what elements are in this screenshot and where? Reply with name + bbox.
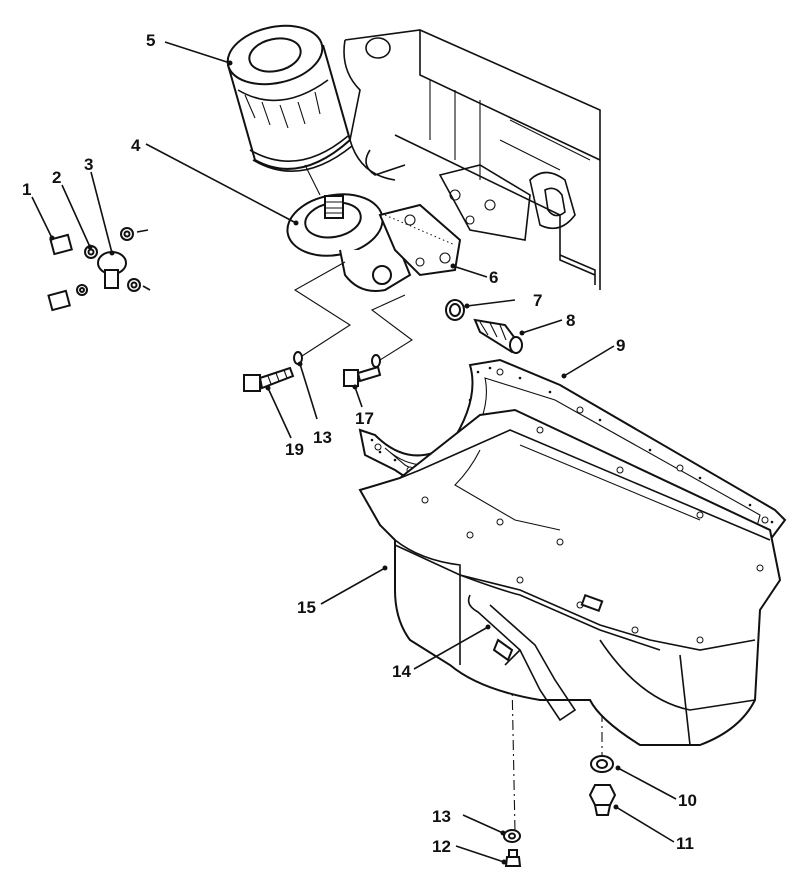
callout-7: 7 — [533, 291, 542, 310]
callout-11: 11 — [676, 834, 694, 853]
leader-dots — [49, 60, 621, 865]
fitting-and-oring — [445, 299, 523, 354]
callout-15: 15 — [297, 598, 316, 617]
callout-19: 19 — [285, 440, 304, 459]
oil-filter — [226, 24, 353, 172]
callout-12: 12 — [432, 837, 451, 856]
filter-adapter — [286, 193, 462, 292]
callout-1: 1 — [22, 180, 31, 199]
callout-10: 10 — [678, 791, 697, 810]
bolts — [243, 351, 382, 392]
tee-fitting — [47, 227, 151, 312]
oil-pan — [358, 408, 782, 746]
engine-block — [343, 29, 601, 290]
callout-6: 6 — [489, 268, 498, 287]
callout-8: 8 — [566, 311, 575, 330]
callout-5: 5 — [146, 31, 155, 50]
drain-plug-parts — [503, 755, 617, 867]
leader-lines — [31, 41, 677, 863]
callout-labels: 1 2 3 4 5 6 7 8 9 10 11 12 13 13 14 15 1… — [22, 31, 697, 856]
callout-3: 3 — [84, 155, 93, 174]
callout-2: 2 — [52, 168, 61, 187]
callout-13-bottom: 13 — [432, 807, 451, 826]
callout-17: 17 — [355, 409, 374, 428]
callout-14: 14 — [392, 662, 411, 681]
callout-4: 4 — [131, 136, 141, 155]
callout-9: 9 — [616, 336, 625, 355]
callout-13-top: 13 — [313, 428, 332, 447]
